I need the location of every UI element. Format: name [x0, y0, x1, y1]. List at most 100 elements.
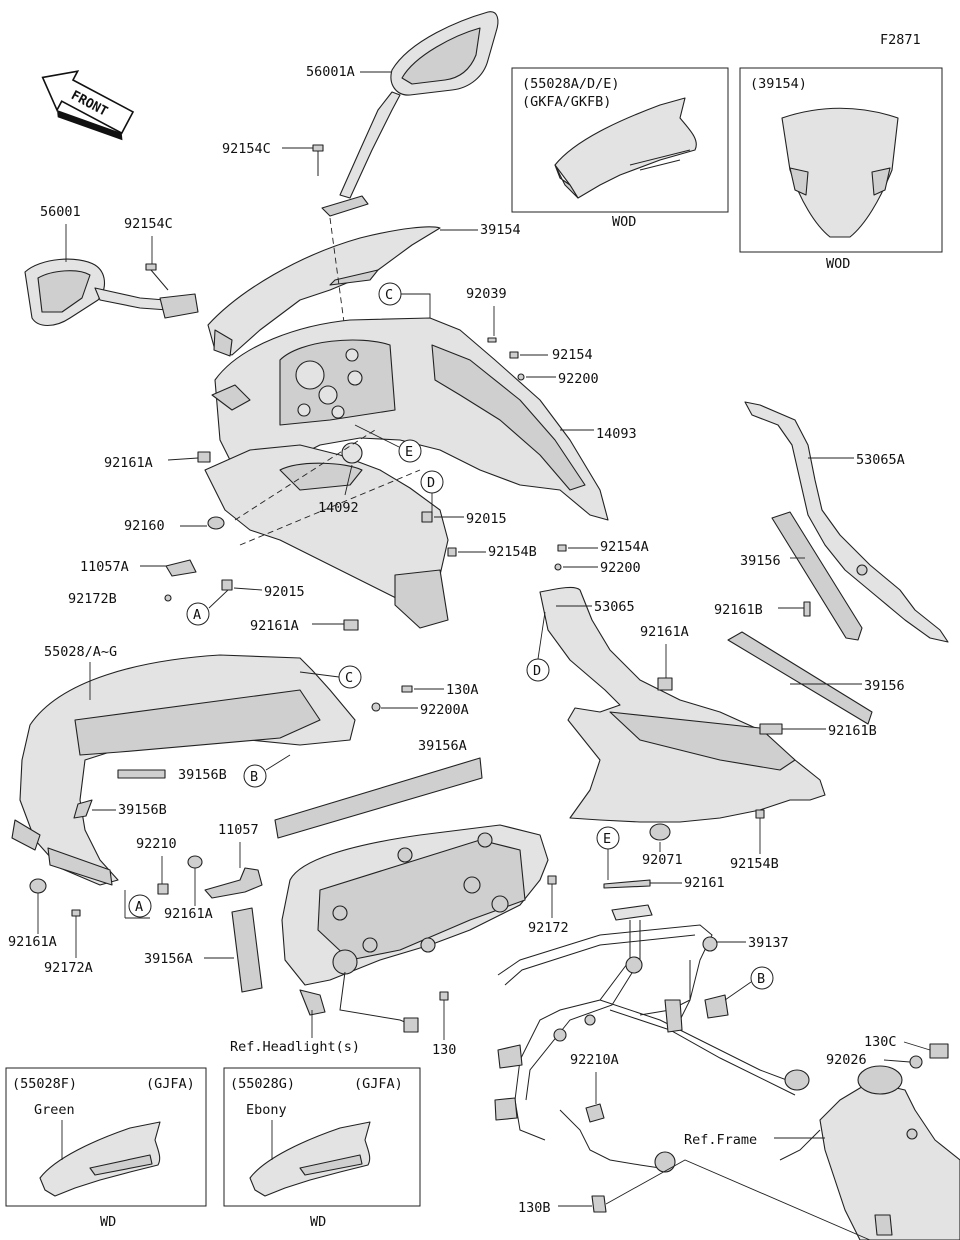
stay-bracket-39137: [494, 904, 810, 1173]
grommet-92071: [649, 823, 671, 841]
inset-bottom-b-footer: WD: [310, 1214, 326, 1230]
label-92154B-2: 92154B: [730, 856, 779, 872]
inset-box-top-b: [739, 67, 943, 253]
callout-a-1: [186, 602, 210, 626]
label-92071: 92071: [642, 852, 683, 868]
ref-frame: Ref.Frame: [684, 1132, 757, 1148]
strip-39156-1: [771, 511, 863, 641]
label-39156A-1: 39156A: [418, 738, 467, 754]
callout-a-1-text: A: [193, 607, 201, 623]
label-53065A: 53065A: [856, 452, 905, 468]
label-39137: 39137: [748, 935, 789, 951]
grommet-92160: [207, 516, 225, 530]
bolt-92154C-top: [312, 144, 324, 176]
label-11057: 11057: [218, 822, 259, 838]
bolt-92154: [509, 351, 519, 359]
damper-92161B-1: [803, 601, 811, 617]
label-56001: 56001: [40, 204, 81, 220]
label-39156B-1: 39156B: [178, 767, 227, 783]
strip-39156B-1: [117, 769, 166, 779]
inset-top-a-footer: WOD: [612, 214, 636, 230]
label-92200A: 92200A: [420, 702, 469, 718]
label-92161A-2: 92161A: [250, 618, 299, 634]
label-92172: 92172: [528, 920, 569, 936]
screw-92172B: [164, 594, 172, 602]
inset-box-bottom-b: [223, 1067, 421, 1207]
callout-b-1: [243, 764, 267, 788]
inset-top-a-subheader: (GKFA/GKFB): [522, 94, 611, 110]
label-39156A-2: 39156A: [144, 951, 193, 967]
inset-bottom-b-color: Ebony: [246, 1102, 287, 1118]
callout-b-1-text: B: [250, 769, 258, 785]
label-92161: 92161: [684, 875, 725, 891]
label-92210: 92210: [136, 836, 177, 852]
inset-top-a-cowl: [554, 97, 697, 199]
washer-92200A: [371, 702, 381, 712]
callout-b-2: [750, 966, 774, 990]
label-55028: 55028/A~G: [44, 644, 117, 660]
strip-39156A-2: [231, 907, 263, 993]
label-92026: 92026: [826, 1052, 867, 1068]
label-92015-2: 92015: [264, 584, 305, 600]
label-92039: 92039: [466, 286, 507, 302]
headlight-assembly: [281, 824, 549, 1033]
callout-c-1-text: C: [385, 287, 393, 303]
collar-92015-2: [221, 579, 233, 591]
label-39156-2: 39156: [864, 678, 905, 694]
label-11057A: 11057A: [80, 559, 129, 575]
grommet-92161A-5: [29, 878, 47, 894]
label-92210A: 92210A: [570, 1052, 619, 1068]
label-92161A-1: 92161A: [104, 455, 153, 471]
frame-ref: [779, 1065, 960, 1240]
grommet-92161A-2: [343, 619, 359, 631]
label-92161A-5: 92161A: [8, 934, 57, 950]
label-92172A: 92172A: [44, 960, 93, 976]
label-56001A: 56001A: [306, 64, 355, 80]
label-39156B-2: 39156B: [118, 802, 167, 818]
label-92161B-1: 92161B: [714, 602, 763, 618]
callout-e-1: [398, 439, 422, 463]
label-92160: 92160: [124, 518, 165, 534]
inset-top-b-windscreen: [781, 107, 899, 238]
label-39156-1: 39156: [740, 553, 781, 569]
ref-headlight: Ref.Headlight(s): [230, 1039, 360, 1055]
label-14093: 14093: [596, 426, 637, 442]
strip-39156-2: [727, 631, 873, 725]
washer-92200-2: [554, 563, 562, 571]
bolt-92154A: [557, 544, 567, 552]
screw-92172A: [71, 909, 81, 917]
inset-top-b-header: (39154): [750, 76, 807, 92]
label-92200: 92200: [558, 371, 599, 387]
grommet-92161A-4: [187, 855, 203, 869]
label-130A: 130A: [446, 682, 479, 698]
label-39154: 39154: [480, 222, 521, 238]
mirror-right: [321, 11, 499, 217]
bolt-130A: [401, 685, 413, 693]
inset-bottom-a-cowl: [39, 1120, 161, 1197]
inset-bottom-b-model: (GJFA): [354, 1076, 403, 1092]
label-92172B: 92172B: [68, 591, 117, 607]
mirror-left: [24, 258, 199, 327]
screw-92172: [547, 875, 557, 885]
inset-bottom-a-header: (55028F): [12, 1076, 77, 1092]
nut-92210: [157, 883, 169, 895]
grommet-92161A-3: [657, 677, 673, 691]
side-cowl-55028: [11, 654, 356, 886]
nut-92210A: [585, 1103, 605, 1123]
washer-92200: [517, 373, 525, 381]
bolt-92154B-2: [755, 809, 765, 819]
label-92015-1: 92015: [466, 511, 507, 527]
bolt-92154B-1: [447, 547, 457, 557]
inset-bottom-a-color: Green: [34, 1102, 75, 1118]
label-92154B-1: 92154B: [488, 544, 537, 560]
inset-box-top-a: [511, 67, 729, 213]
strip-39156A-1: [274, 757, 483, 839]
callout-c-2-text: C: [345, 670, 353, 686]
callout-d-1-text: D: [427, 475, 435, 491]
label-92200-2: 92200: [600, 560, 641, 576]
callout-a-2-text: A: [135, 899, 143, 915]
label-130B: 130B: [518, 1200, 551, 1216]
clip-92039: [487, 337, 497, 343]
label-92154: 92154: [552, 347, 593, 363]
